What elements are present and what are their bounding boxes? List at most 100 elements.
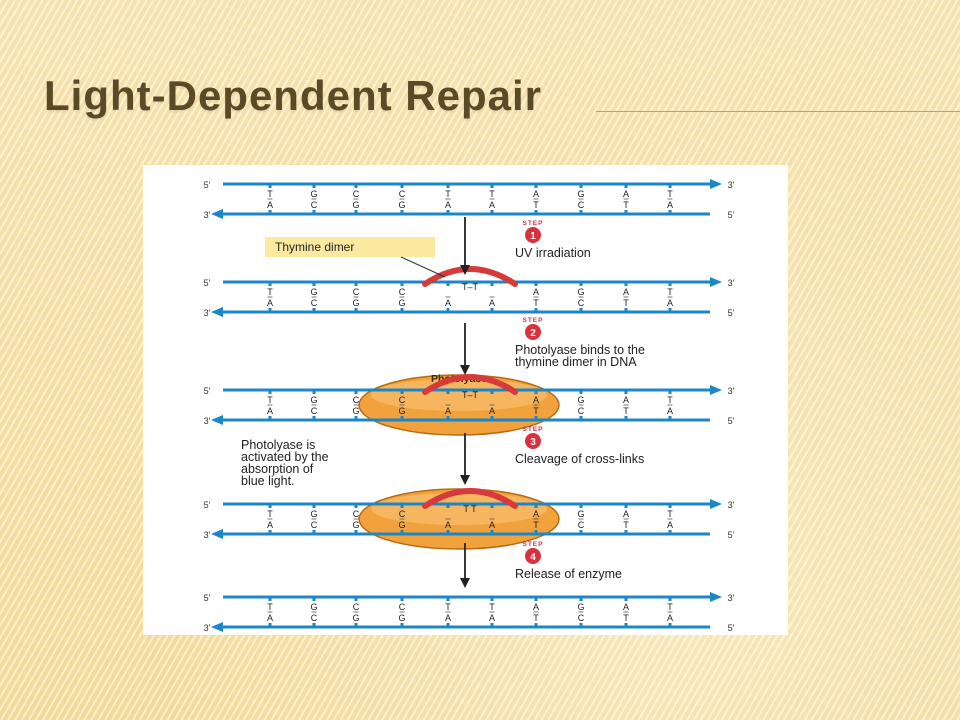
top-strand-base: T [667,395,673,405]
three-prime-label-top: 3' [728,500,735,510]
step-word: STEP [523,426,544,433]
three-prime-label-top: 3' [728,180,735,190]
top-strand-base: C [399,509,406,519]
top-strand-base: T [267,189,273,199]
bottom-strand-base: A [667,520,673,530]
bottom-strand-base: A [445,613,451,623]
bottom-strand-base: C [311,200,318,210]
callout-text: Thymine dimer [275,240,354,254]
top-strand-base: G [577,509,584,519]
bottom-strand-base: T [533,520,539,530]
top-strand-base: A [533,395,539,405]
top-strand-base: T [445,189,451,199]
bottom-strand-base: C [578,406,585,416]
top-strand-base: A [623,509,629,519]
five-prime-label-bottom: 5' [728,210,735,220]
top-strand-base: G [577,395,584,405]
top-strand-base: G [310,509,317,519]
top-strand-base: T [489,189,495,199]
repair-pathway-diagram: 5'3'3'5'TAGCCGCGTATAATGCATTA5'3'3'5'TAGC… [204,179,735,633]
step-number: 4 [530,552,536,563]
three-prime-label-bottom: 3' [204,530,211,540]
top-strand-base: T [667,602,673,612]
bottom-strand-base: T [623,520,629,530]
bottom-strand-base: A [667,200,673,210]
side-note-line: absorption of [241,462,314,476]
five-prime-label-bottom: 5' [728,308,735,318]
top-strand-base: A [623,395,629,405]
bottom-strand-base: C [578,520,585,530]
bottom-strand-base: C [311,520,318,530]
top-strand-base: T [667,189,673,199]
bottom-strand-base: G [398,520,405,530]
bottom-strand-base: C [311,406,318,416]
step-word: STEP [523,220,544,227]
bottom-strand-base: T [533,200,539,210]
bottom-strand-base: C [578,200,585,210]
five-prime-label-top: 5' [204,278,211,288]
step-badge [525,548,541,564]
bottom-strand-base: T [623,613,629,623]
five-prime-label-top: 5' [204,180,211,190]
three-prime-label-top: 3' [728,386,735,396]
bottom-strand-base: A [667,613,673,623]
top-strand-base: C [353,602,360,612]
step-caption-line: Release of enzyme [515,567,622,581]
step-caption-line: Photolyase binds to the [515,343,645,357]
bottom-strand-base: A [489,406,495,416]
bottom-strand-base: G [352,200,359,210]
bottom-strand-base: A [445,298,451,308]
five-prime-label-top: 5' [204,386,211,396]
top-strand-base: T [667,287,673,297]
step-number: 3 [530,437,536,448]
three-prime-label-top: 3' [728,278,735,288]
top-strand-base: A [533,287,539,297]
step-badge [525,324,541,340]
three-prime-label-bottom: 3' [204,416,211,426]
top-strand-base: A [533,189,539,199]
five-prime-label-top: 5' [204,500,211,510]
side-note-line: blue light. [241,474,295,488]
top-strand-base: A [623,189,629,199]
bottom-strand-base: G [352,298,359,308]
top-strand-base: T [267,509,273,519]
bottom-strand-base: A [267,200,273,210]
top-strand-base: A [533,602,539,612]
step-caption-line: UV irradiation [515,246,591,260]
top-strand-arrow [710,499,722,509]
step-word: STEP [523,541,544,548]
cleaved-thymines-label: T T [463,504,477,514]
bottom-strand-base: C [578,298,585,308]
top-strand-base: C [353,509,360,519]
bottom-strand-arrow [211,307,223,317]
bottom-strand-base: A [267,613,273,623]
bottom-strand-arrow [211,529,223,539]
three-prime-label-top: 3' [728,593,735,603]
thymine-dimer-bulge [422,374,518,395]
bottom-strand-base: C [311,613,318,623]
five-prime-label-bottom: 5' [728,530,735,540]
thymine-dimer-label: T–T [462,282,479,292]
bottom-strand-arrow [211,622,223,632]
enzyme-highlight [371,493,547,525]
bottom-strand-base: A [489,520,495,530]
bottom-strand-base: T [623,406,629,416]
thymine-dimer-label: T–T [462,390,479,400]
step-word: STEP [523,317,544,324]
bottom-strand-base: A [267,520,273,530]
top-strand-base: A [533,509,539,519]
top-strand-base: A [623,287,629,297]
step-caption-line: thymine dimer in DNA [515,355,637,369]
bottom-strand-base: A [445,406,451,416]
bottom-strand-base: C [311,298,318,308]
bottom-strand-base: T [533,613,539,623]
five-prime-label-bottom: 5' [728,416,735,426]
top-strand-base: C [353,395,360,405]
